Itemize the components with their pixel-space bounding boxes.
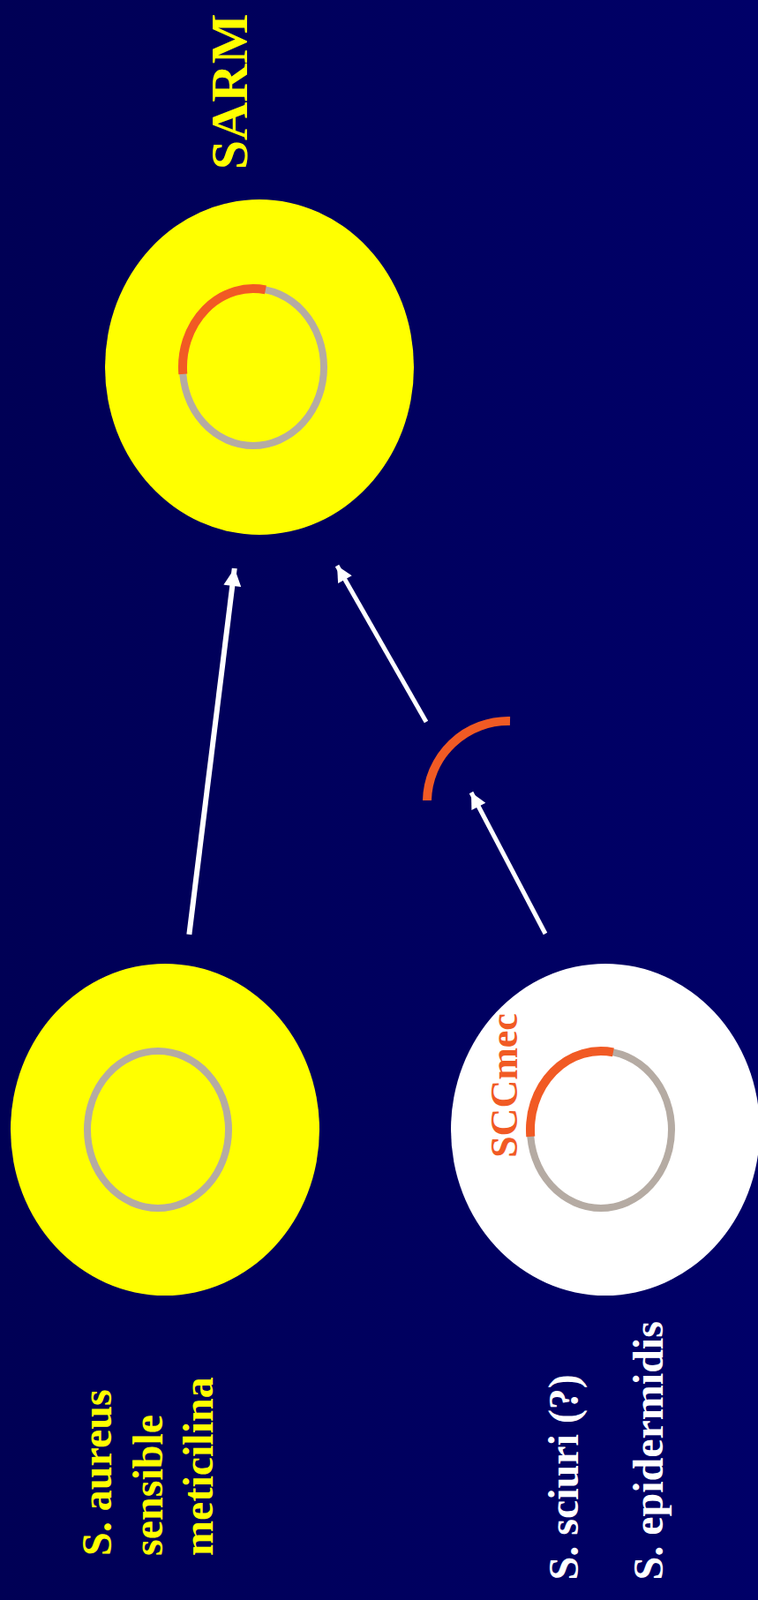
bacterium-cell: SARM [105, 199, 414, 535]
species-label: S. aureus sensible meticilina [71, 1348, 225, 1556]
transfer-arrow [337, 565, 427, 722]
species-label: S. epidermidis [622, 1320, 674, 1580]
species-label: S. sciuri (?) [537, 1373, 589, 1580]
gene-label: SCCmec [485, 1013, 525, 1158]
transfer-arrow [471, 792, 546, 934]
cell-body [10, 963, 320, 1296]
chromosome-ring [182, 288, 324, 446]
sccmec-arc [182, 288, 266, 375]
cell-body [450, 963, 758, 1296]
free-sccmec-arc [427, 720, 511, 801]
strain-label: SARM [197, 13, 262, 170]
chromosome-ring [87, 1050, 229, 1209]
cell-outline [10, 963, 320, 1296]
bacterium-cell: S. aureus sensible meticilina [10, 963, 320, 1296]
cell-body [105, 199, 414, 535]
cell-outline [105, 199, 414, 535]
transfer-arrow [188, 568, 234, 935]
sccmec-arc [530, 1050, 614, 1137]
chromosome-ring [530, 1050, 672, 1209]
